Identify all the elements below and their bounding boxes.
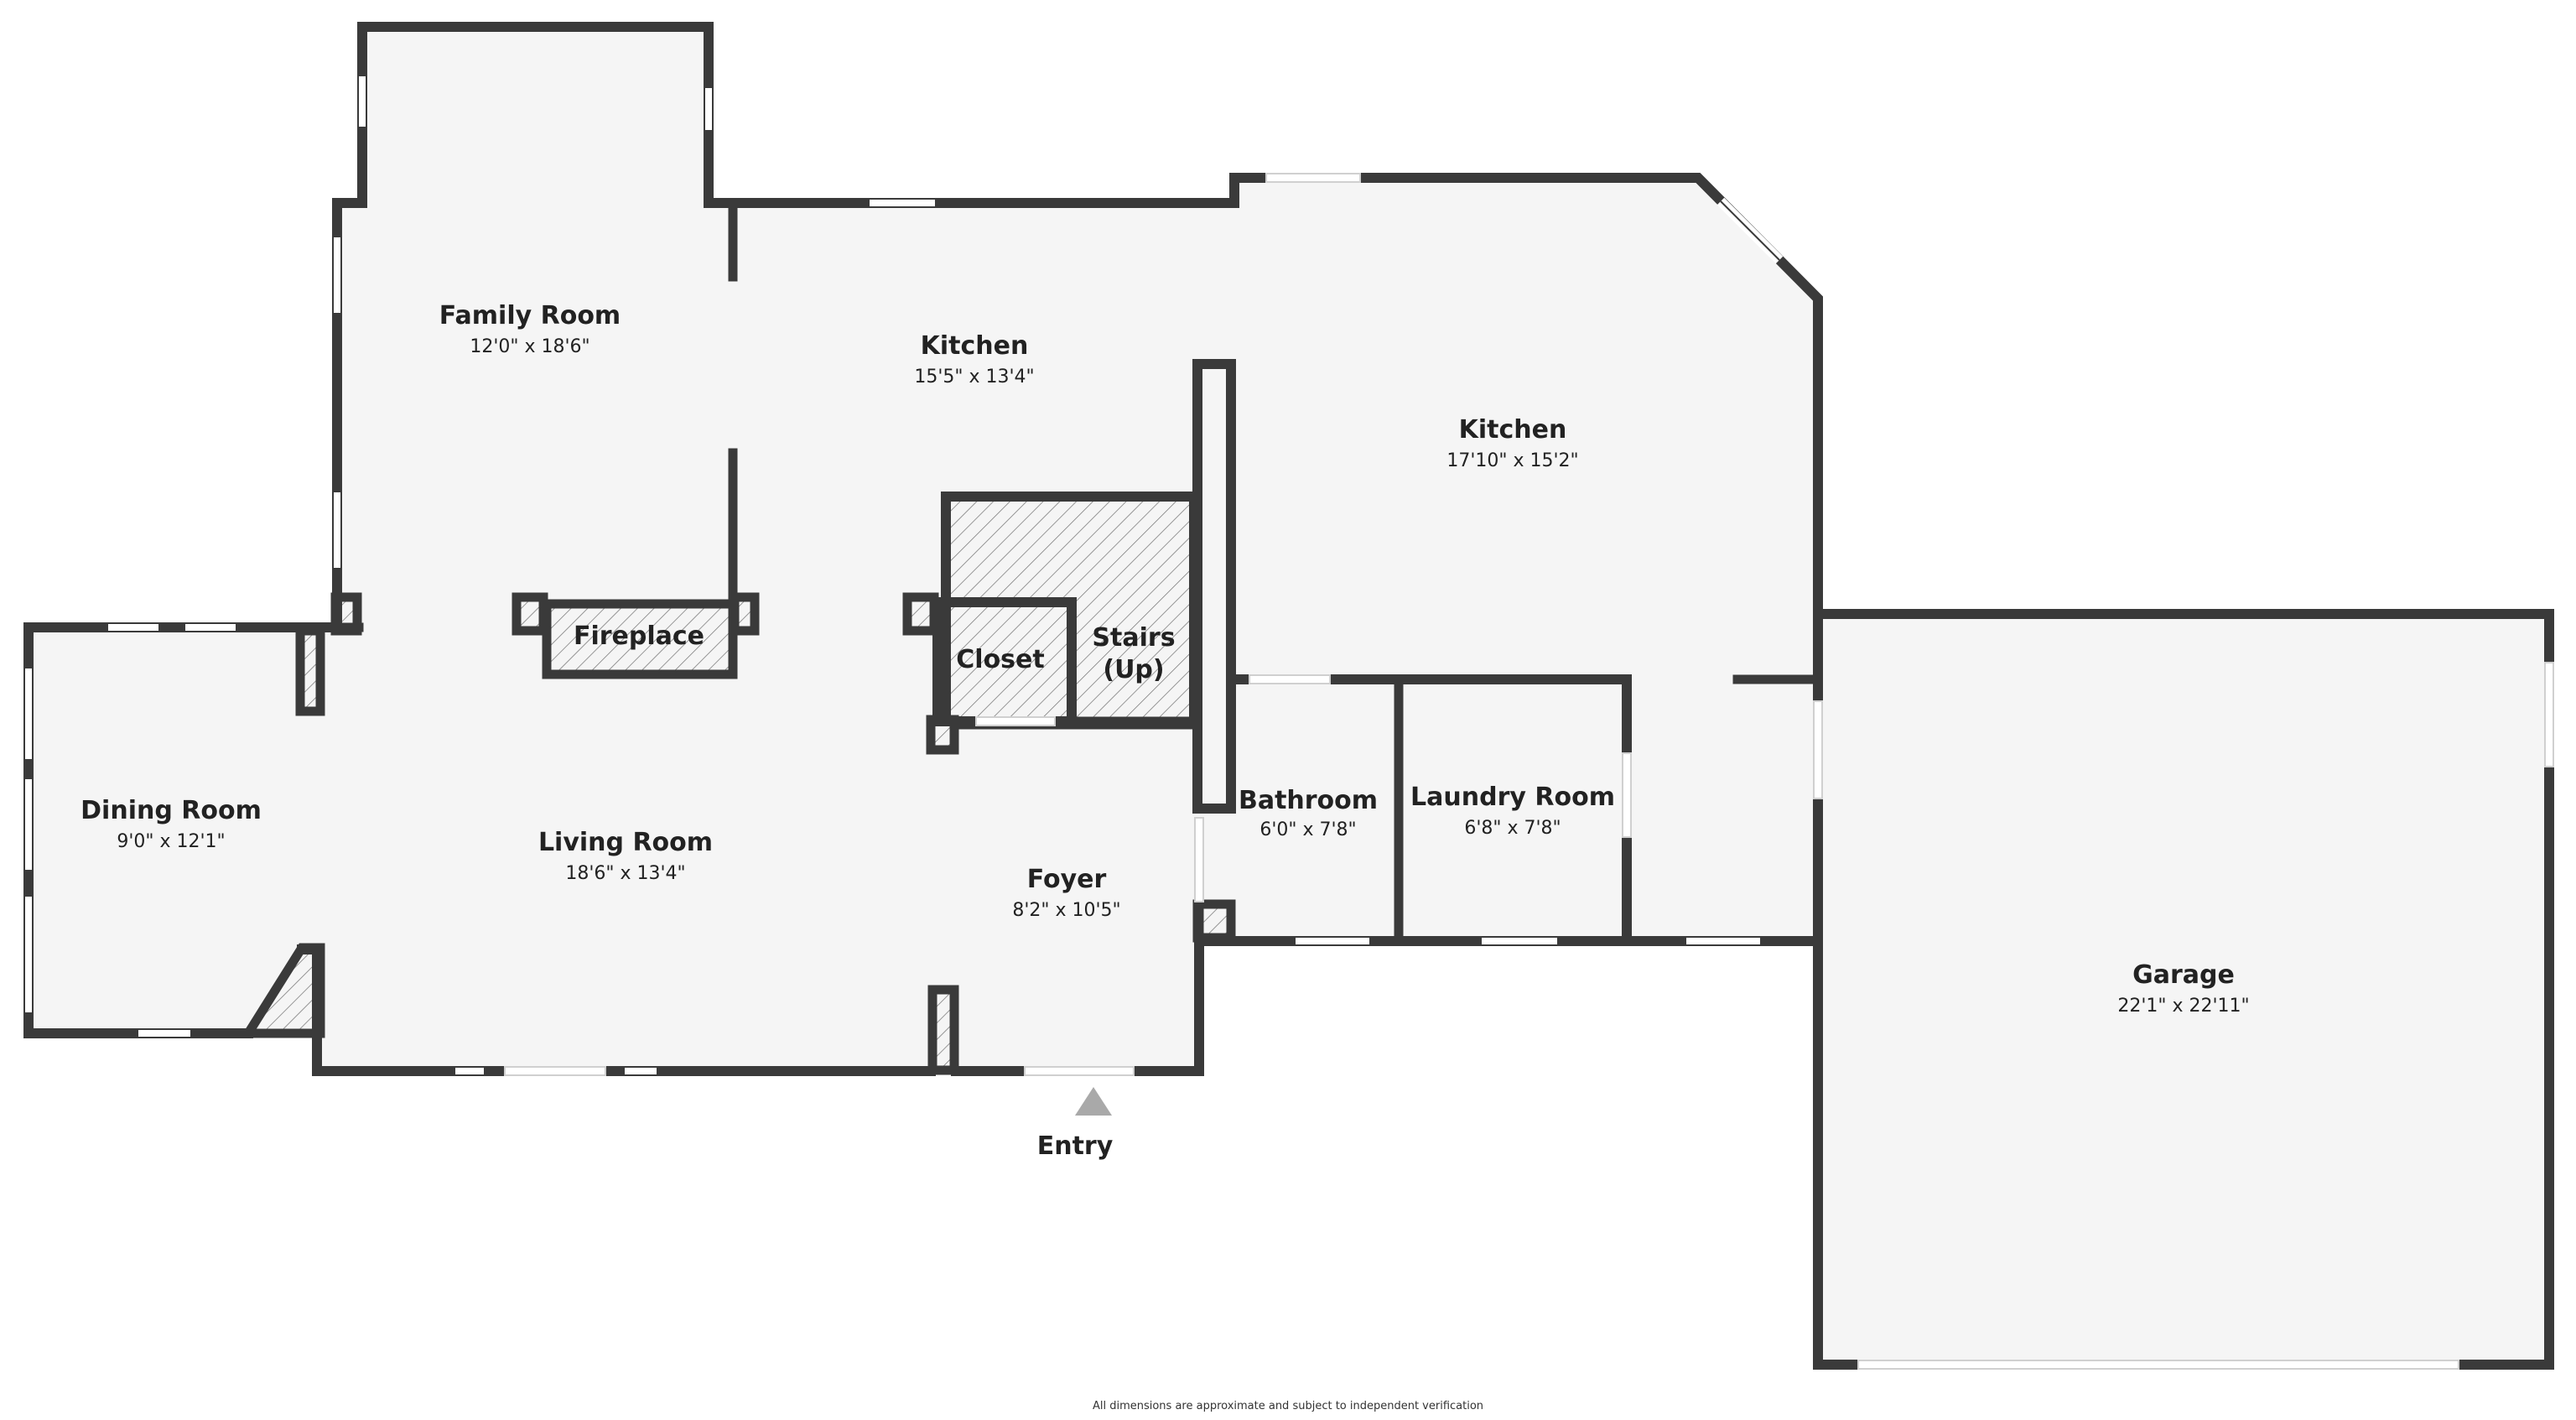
wall-kitchen-partition [1192,359,1236,814]
room-name-dining-room: Dining Room [80,796,262,825]
opening [504,1066,606,1076]
room-labels: Family Room 12'0" x 18'6" Kitchen 15'5" … [80,301,2250,1017]
window [1294,936,1371,946]
fireplace-hearth [542,599,738,679]
closet-door-opening [975,716,1056,726]
room-dims-living-room: 18'6" x 13'4" [565,863,685,884]
closet-post-left [902,592,939,636]
window [704,86,714,132]
fireplace-post-left [512,592,548,636]
room-dims-kitchen-2: 17'10" x 15'2" [1446,450,1578,471]
wall-garage [1813,609,2554,1370]
window [184,622,237,632]
window [454,1066,486,1076]
wall-family-room-top [357,22,1823,1076]
room-name-kitchen-1: Kitchen [921,331,1029,361]
room-name-foyer: Foyer [1027,865,1107,894]
window [357,75,367,128]
room-dims-bathroom: 6'0" x 7'8" [1259,819,1356,840]
fireplace-label: Fireplace [574,622,704,651]
opening [1265,173,1361,183]
room-dims-kitchen-1: 15'5" x 13'4" [914,367,1034,388]
room-dims-laundry-room: 6'8" x 7'8" [1464,818,1561,839]
closet-label: Closet [956,645,1044,674]
stairs-label: Stairs [1092,623,1175,653]
entry-arrow-icon [1075,1087,1112,1116]
wall-bath-laundry-top [1229,674,1632,946]
entry-label: Entry [1037,1131,1114,1161]
opening [2544,662,2554,767]
window [23,667,34,761]
window [332,236,342,315]
room-dims-family-room: 12'0" x 18'6" [470,336,589,357]
stairs-direction-label: (Up) [1103,655,1164,684]
window [868,198,937,208]
room-name-laundry-room: Laundry Room [1410,783,1615,812]
opening [1622,752,1632,838]
room-name-living-room: Living Room [538,828,713,857]
room-dims-garage: 22'1" x 22'11" [2117,996,2249,1017]
garage-door-opening [1813,700,1823,799]
room-name-kitchen-2: Kitchen [1459,415,1567,445]
garage-floor [1818,614,2549,1365]
room-name-family-room: Family Room [439,301,621,330]
room-dims-dining-room: 9'0" x 12'1" [117,831,225,852]
walls [23,22,2554,1370]
window [23,895,34,1014]
room-name-garage: Garage [2132,960,2235,990]
living-pillar [927,985,959,1075]
floor-fills [29,27,2549,1365]
room-name-bathroom: Bathroom [1239,786,1378,815]
window [137,1028,192,1038]
window [623,1066,658,1076]
room-dims-foyer: 8'2" x 10'5" [1012,900,1120,921]
dining-pillar-top [295,626,325,716]
main-floor [29,27,1818,1071]
fireplace-post-right [730,592,760,636]
front-door-opening [1024,1066,1135,1076]
window [1480,936,1559,946]
window [23,778,34,871]
dimensions-disclaimer: All dimensions are approximate and subje… [1093,1400,1483,1412]
window [332,491,342,570]
feature-labels: Fireplace Closet Stairs (Up) Entry [574,622,1176,1161]
opening [1194,817,1204,902]
window-diagonal-edge [1720,200,1780,261]
window [106,622,160,632]
window [1685,936,1762,946]
windows [23,75,2554,1370]
garage-overhead-door [1857,1360,2459,1370]
wall-dining [23,198,367,1038]
opening [1249,674,1331,684]
